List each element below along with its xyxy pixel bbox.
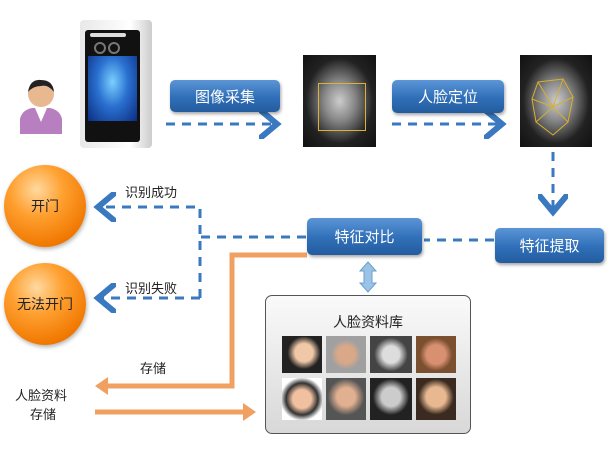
storage-source-line2: 存储 [30, 408, 57, 423]
step-capture-box: 图像采集 [170, 80, 280, 112]
step-extract-label: 特征提取 [519, 237, 580, 255]
library-face [282, 336, 322, 373]
arrow-store [105, 252, 307, 389]
step-compare-label: 特征对比 [334, 228, 395, 246]
face-library-panel: 人脸资料库 [265, 295, 471, 434]
face-library-title: 人脸资料库 [333, 315, 403, 331]
step-compare-box: 特征对比 [307, 218, 422, 255]
outcome-open-door: 开门 [4, 165, 86, 247]
step-extract-box: 特征提取 [495, 228, 604, 263]
library-face [326, 378, 366, 420]
library-face [370, 378, 412, 420]
store-label: 存储 [140, 362, 167, 377]
face-terminal-device [80, 20, 152, 148]
outcome-open-label: 开门 [31, 199, 59, 215]
outcome-cannot-open: 无法开门 [4, 263, 86, 345]
storage-source-line1: 人脸资料 [15, 389, 68, 404]
face-photo-detected [303, 55, 376, 147]
success-label: 识别成功 [125, 186, 178, 201]
step-locate-box: 人脸定位 [392, 80, 504, 113]
library-face [282, 378, 322, 420]
step-locate-label: 人脸定位 [417, 88, 478, 106]
face-photo-mesh [520, 55, 592, 147]
library-face [326, 336, 366, 373]
library-face [416, 336, 456, 373]
library-face [370, 336, 412, 373]
person-icon [18, 74, 64, 134]
outcome-cannot-open-label: 无法开门 [17, 297, 73, 313]
fail-label: 识别失败 [125, 282, 178, 297]
double-arrow-icon [358, 261, 378, 293]
library-face [416, 378, 456, 420]
step-capture-label: 图像采集 [194, 87, 255, 106]
